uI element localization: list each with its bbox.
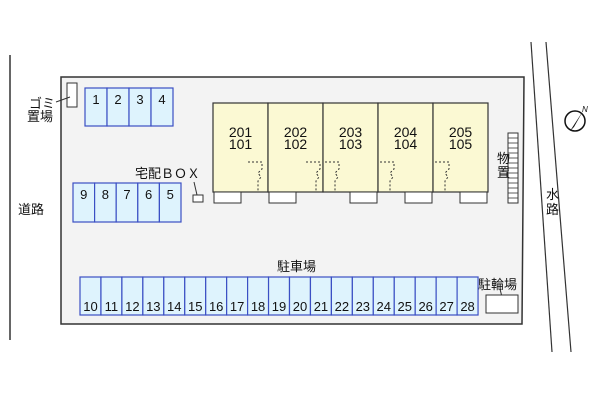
- parking-space-number: 13: [146, 299, 160, 314]
- parking-space-number: 9: [80, 187, 87, 202]
- north-compass-icon: N: [564, 105, 588, 132]
- unit-number-upper: 204: [394, 124, 418, 140]
- parking-space-number: 28: [460, 299, 474, 314]
- bicycle-parking: [485, 294, 519, 314]
- road-label: 道路: [18, 202, 44, 218]
- parking-space-number: 23: [356, 299, 370, 314]
- parking-space-number: 11: [105, 299, 119, 314]
- apartment-unit: [377, 102, 434, 193]
- storage-label-line1: 物: [497, 152, 510, 167]
- parking-space-number: 21: [314, 299, 328, 314]
- parking-space-number: 15: [188, 299, 202, 314]
- garbage-label-line2: 置場: [27, 110, 53, 125]
- parking-space-number: 2: [114, 92, 121, 107]
- stair-outline: [435, 161, 450, 192]
- unit-number-lower: 104: [394, 136, 418, 152]
- parking-space-number: 25: [397, 299, 411, 314]
- storage-shed: [507, 132, 519, 204]
- parking-space: [456, 276, 479, 316]
- parking-space-number: 8: [102, 187, 109, 202]
- stair-outline: [325, 161, 340, 192]
- parking-space-number: 24: [377, 299, 391, 314]
- unit-number-upper: 203: [339, 124, 363, 140]
- apartment-unit: [212, 102, 269, 193]
- north-label: N: [582, 105, 588, 114]
- unit-number-upper: 201: [229, 124, 253, 140]
- unit-number-upper: 205: [449, 124, 473, 140]
- parking-space-number: 6: [145, 187, 152, 202]
- parking-space-number: 19: [272, 299, 286, 314]
- parking-space-number: 18: [251, 299, 265, 314]
- waterway-label-line1: 水: [546, 188, 559, 203]
- entrance-step: [268, 191, 297, 204]
- unit-number-upper: 202: [284, 124, 308, 140]
- unit-number-lower: 101: [229, 136, 253, 152]
- waterway-label-line2: 路: [546, 202, 559, 218]
- entrance-step: [349, 191, 378, 204]
- garbage-label-line1: ゴミ: [29, 96, 55, 112]
- parking-space-number: 16: [209, 299, 223, 314]
- delivery-box-label: 宅配ＢＯＸ: [135, 167, 200, 182]
- parking-label: 駐車場: [277, 260, 316, 275]
- parking-space: [150, 87, 174, 127]
- apartment-unit: [432, 102, 489, 193]
- apartment-unit: [267, 102, 324, 193]
- garbage-box: [66, 82, 78, 108]
- delivery-box: [192, 194, 204, 203]
- unit-number-lower: 102: [284, 136, 308, 152]
- parking-space-number: 14: [167, 299, 181, 314]
- entrance-step: [404, 191, 433, 204]
- parking-space-number: 3: [136, 92, 143, 107]
- parking-space-number: 26: [418, 299, 432, 314]
- parking-space-number: 17: [230, 299, 244, 314]
- parking-space-number: 20: [293, 299, 307, 314]
- parking-space-number: 12: [125, 299, 139, 314]
- storage-label-line2: 置: [497, 166, 510, 181]
- unit-number-lower: 105: [449, 136, 473, 152]
- delivery-box-leader: [193, 181, 198, 196]
- entrance-step: [459, 191, 488, 204]
- parking-space-number: 7: [123, 187, 130, 202]
- parking-space-number: 27: [439, 299, 453, 314]
- parking-space-number: 5: [167, 187, 174, 202]
- entrance-step: [213, 191, 242, 204]
- waterway-line-right: [545, 41, 572, 353]
- parking-group-bottom: 10 11 12 13 14 15 16 17 18 19 20 21 22 23 24 25 26 27 28: [79, 276, 479, 316]
- parking-space-number: 22: [335, 299, 349, 314]
- parking-space: [158, 182, 182, 223]
- stair-outline: [306, 161, 321, 192]
- parking-space-number: 4: [158, 92, 165, 107]
- waterway-line-left: [530, 41, 553, 353]
- garbage-leader: [55, 96, 71, 103]
- stair-outline: [248, 161, 263, 192]
- parking-space-number: 1: [92, 92, 99, 107]
- parking-space-number: 10: [83, 299, 97, 314]
- stair-outline: [380, 161, 395, 192]
- unit-number-lower: 103: [339, 136, 363, 152]
- bicycle-parking-label: 駐輪場: [478, 277, 517, 293]
